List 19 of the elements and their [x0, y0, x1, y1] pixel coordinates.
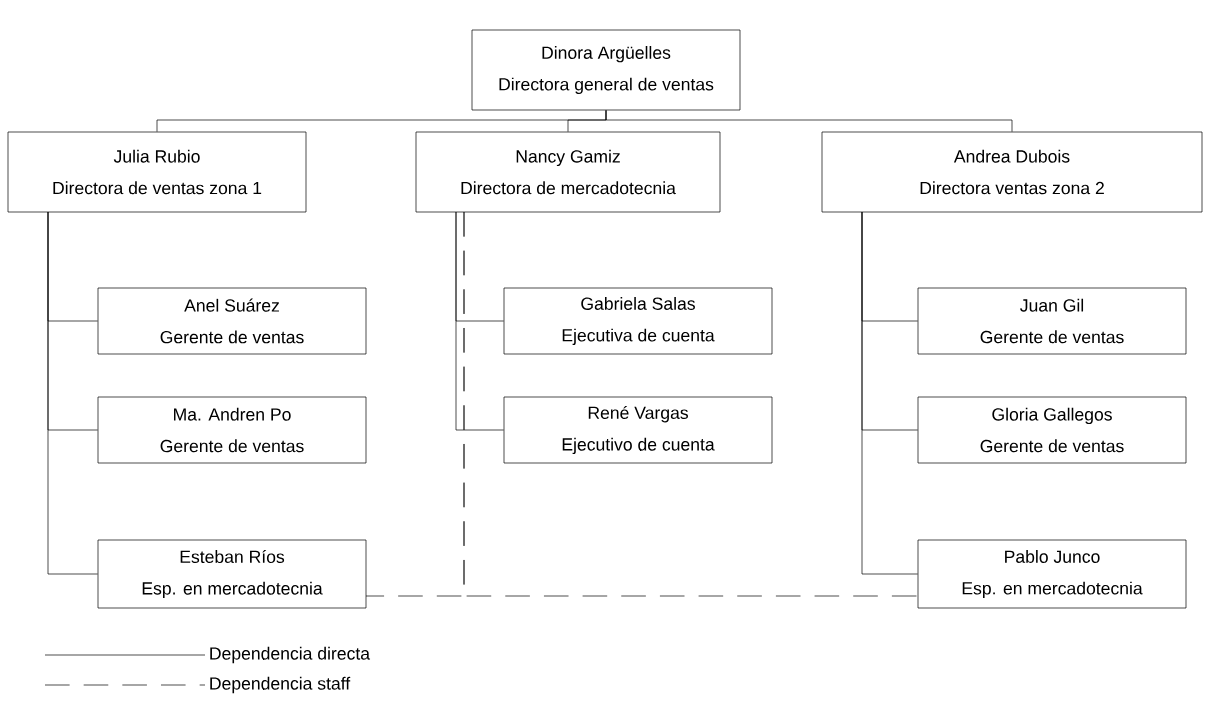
person-box: Dinora Argüelles Directora general de ventas [471, 29, 741, 111]
person-box: Nancy Gamiz Directora de mercadotecnia [415, 131, 721, 213]
person-box: Anel Suárez Gerente de ventas [97, 287, 367, 355]
legend-item: Dependencia staff [44, 676, 351, 694]
person-box: Andrea Dubois Directora ventas zona 2 [821, 131, 1203, 213]
person-box: Julia Rubio Directora de ventas zona 1 [7, 131, 307, 213]
legend-item: Dependencia directa [44, 646, 371, 664]
person-box: Ma. Andren Po Gerente de ventas [97, 396, 367, 464]
person-box: Juan Gil Gerente de ventas [917, 287, 1187, 355]
person-box: René Vargas Ejecutivo de cuenta [503, 396, 773, 464]
connector-line [47, 211, 98, 575]
person-box: Gabriela Salas Ejecutiva de cuenta [503, 287, 773, 355]
person-box: Esteban Ríos Esp. en mercadotecnia [97, 539, 367, 609]
connector-line [455, 211, 504, 431]
person-box: Pablo Junco Esp. en mercadotecnia [917, 539, 1187, 609]
connector-line [861, 211, 918, 575]
person-box: Gloria Gallegos Gerente de ventas [917, 396, 1187, 464]
connector-line [605, 110, 1013, 132]
connector-line [463, 211, 919, 597]
